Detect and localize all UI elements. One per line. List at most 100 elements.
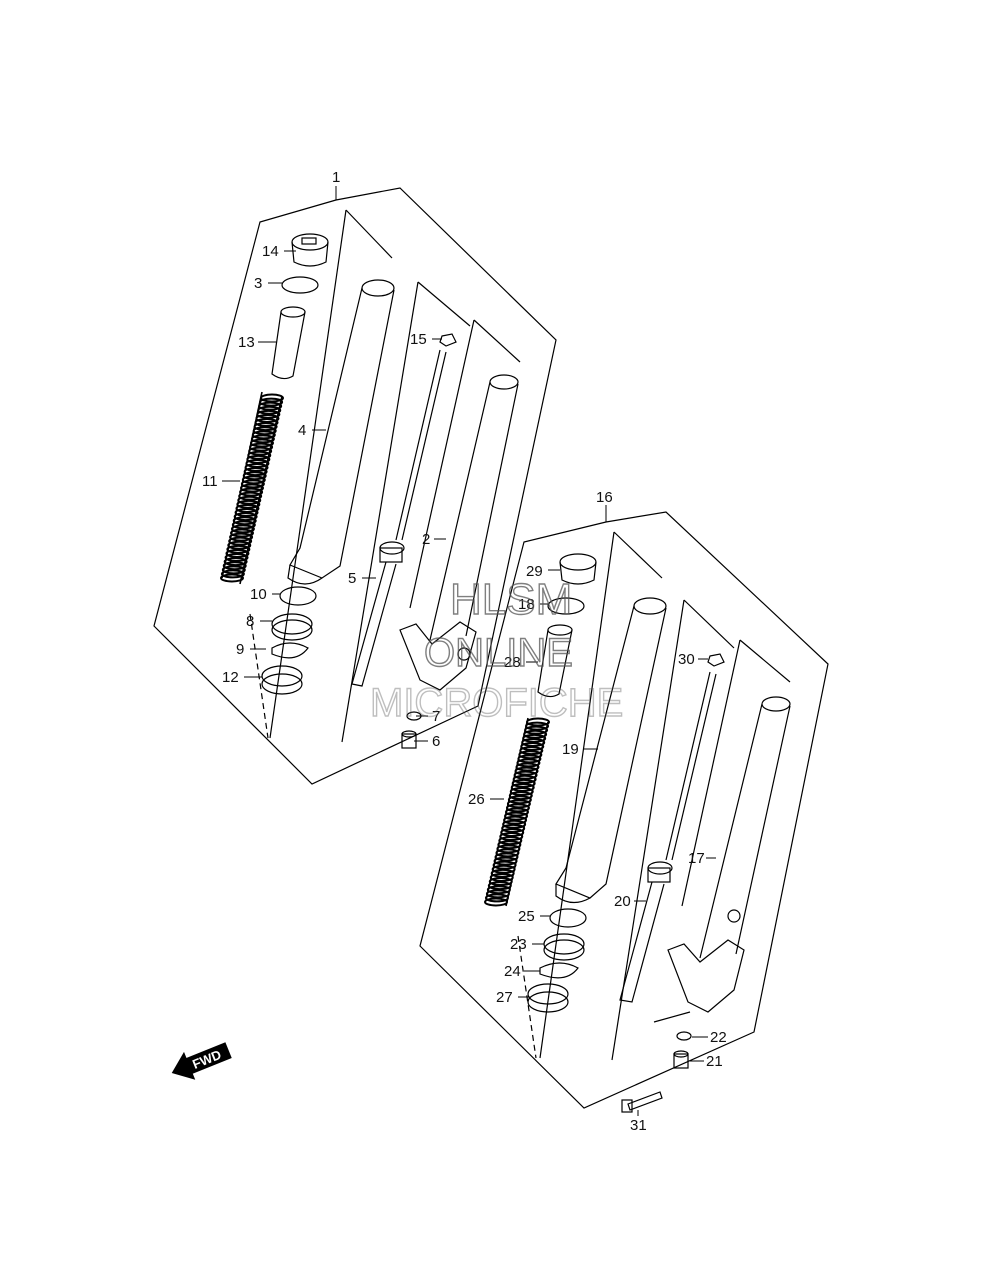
spring-coil (220, 573, 244, 583)
spring-coil (498, 836, 523, 846)
spring-coil (517, 754, 542, 764)
spring-coil (240, 483, 264, 493)
right-panel-3b (681, 639, 741, 907)
spring-coil (243, 467, 268, 477)
right-frame (419, 511, 829, 1109)
outer-tube-part-right (555, 597, 667, 904)
spacer-part-right (537, 624, 573, 698)
watermark-line-2: ONLINE (424, 631, 573, 675)
label-15: 15 (410, 331, 427, 348)
part-number-labels: 1 14 3 13 15 4 11 2 5 10 8 9 12 7 6 16 2… (202, 169, 727, 1134)
label-14: 14 (262, 243, 279, 260)
spring-coil (245, 458, 270, 468)
spring-coil (501, 823, 526, 833)
fwd-arrow-icon (171, 1042, 232, 1080)
spring-coil (507, 795, 532, 805)
spring-coil (500, 827, 525, 837)
nut-part (439, 333, 457, 347)
spring-coil (229, 532, 254, 542)
label-8: 8 (246, 613, 254, 630)
label-17: 17 (688, 850, 705, 867)
spring-coil (520, 742, 545, 752)
label-28: 28 (504, 654, 521, 671)
label-27: 27 (496, 989, 513, 1006)
fwd-arrow: FWD (171, 1042, 232, 1080)
spring-coil (236, 499, 261, 509)
spring-coil (255, 413, 280, 423)
label-18: 18 (518, 596, 535, 613)
spring-coil (492, 860, 517, 870)
spring-coil (515, 762, 540, 772)
label-2: 2 (422, 531, 430, 548)
cap-bolt-part (291, 233, 329, 267)
spring-coil (495, 848, 520, 858)
spring-coil (526, 717, 550, 727)
right-panel-1b (539, 531, 615, 1059)
left-panel-1 (345, 209, 393, 259)
spring-coil (505, 803, 530, 813)
left-fork-assembly (153, 187, 557, 785)
spring-coil (490, 868, 515, 878)
drain-bolt-part-right (673, 1050, 689, 1069)
right-panel-3 (739, 639, 791, 683)
spring-coils-right (484, 717, 550, 907)
label-26: 26 (468, 791, 485, 808)
spring-coil (259, 397, 284, 407)
label-13: 13 (238, 334, 255, 351)
spring-coil (513, 770, 538, 780)
label-23: 23 (510, 936, 527, 953)
label-31: 31 (630, 1117, 647, 1134)
fwd-label: FWD (190, 1047, 223, 1072)
nut-part-right (707, 653, 725, 667)
spring-coil (240, 479, 265, 489)
spring-coil (486, 885, 511, 895)
left-panel-1b (269, 209, 347, 739)
spring-coil (251, 430, 276, 440)
label-20: 20 (614, 893, 631, 910)
spring-coil (506, 799, 531, 809)
spring-coil (508, 791, 533, 801)
spring-coil (228, 536, 253, 546)
right-panel-1 (613, 531, 663, 579)
label-25: 25 (518, 908, 535, 925)
outer-tube-part (287, 279, 395, 585)
spring-coil (511, 778, 536, 788)
spring-coil (248, 446, 273, 456)
inner-tube-part (399, 374, 519, 691)
watermark: HLSM ONLINE MICROFICHE (369, 574, 624, 725)
oil-seal-part-right (543, 933, 585, 961)
spring-coil (494, 852, 519, 862)
circlip-part (271, 642, 309, 659)
spring-coil (257, 405, 282, 415)
left-panel-2b (341, 281, 419, 743)
spring-coil (510, 782, 535, 792)
spring-coil (226, 544, 251, 554)
damper-rod-part (351, 349, 447, 687)
label-3: 3 (254, 275, 262, 292)
spring-coil (220, 569, 245, 579)
spring-coil (230, 524, 255, 534)
washer-part-right (549, 908, 587, 928)
circlip-part-right (539, 962, 579, 979)
spring-coil (484, 893, 509, 903)
spring-coil (516, 758, 541, 768)
spring-coil (241, 475, 266, 485)
spring-coil (497, 840, 522, 850)
spring-coil (525, 721, 550, 731)
label-10: 10 (250, 586, 267, 603)
spring-coil (502, 819, 527, 829)
label-30: 30 (678, 651, 695, 668)
label-24: 24 (504, 963, 521, 980)
label-21: 21 (706, 1053, 723, 1070)
spring-coil (509, 787, 534, 797)
spring-coil (496, 844, 521, 854)
spring-coil (244, 463, 269, 473)
inner-tube-part-right (667, 696, 791, 1013)
o-ring-part-right (547, 597, 585, 615)
spring-coil (221, 565, 246, 575)
spring-coil (250, 434, 275, 444)
spring-coil (224, 553, 249, 563)
spring-coil (524, 725, 549, 735)
right-panel-2 (683, 599, 735, 649)
